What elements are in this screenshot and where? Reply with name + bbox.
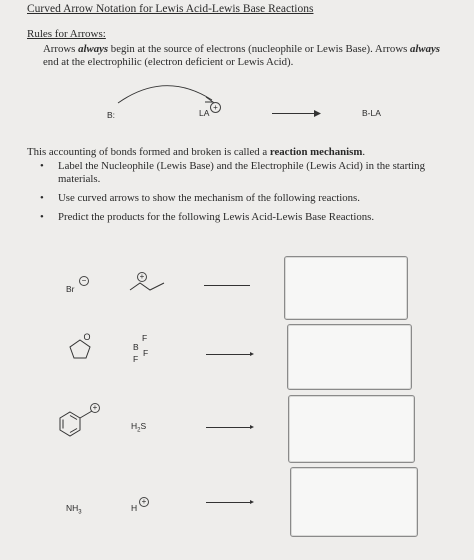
example-base-label: B: <box>107 110 116 120</box>
thf-oxygen-atom: O <box>82 332 92 342</box>
instruction-item: • Use curved arrows to show the mechanism… <box>38 192 433 205</box>
answer-box-2[interactable] <box>287 324 412 390</box>
rules-heading: Rules for Arrows: <box>27 28 106 40</box>
ammonia-label: NH3 <box>66 503 82 516</box>
answer-box-4[interactable] <box>290 467 418 537</box>
example-acid-label: LA <box>199 108 210 118</box>
reaction-arrow-1 <box>204 285 250 286</box>
instruction-item: • Label the Nucleophile (Lewis Base) and … <box>38 160 433 186</box>
example-plus-charge: + <box>210 102 221 113</box>
answer-box-3[interactable] <box>288 395 415 463</box>
h2s-label: H2S <box>131 421 146 434</box>
bf3-fluorine-top: F <box>142 333 148 343</box>
carbocation-positive-charge: + <box>137 272 147 282</box>
reaction-arrow-4 <box>206 502 252 503</box>
reaction-arrow-3 <box>206 427 252 428</box>
example-curved-arrow <box>117 85 215 104</box>
rules-text-1: Arrows <box>43 43 79 55</box>
benzylic-cation-structure <box>59 410 93 437</box>
instruction-text: Use curved arrows to show the mechanism … <box>58 192 360 204</box>
mechanism-end: . <box>362 146 366 158</box>
rules-text-3: end at the electrophilic (electron defic… <box>43 56 294 68</box>
ammonia-subscript: 3 <box>78 509 82 516</box>
reaction-arrow-2 <box>206 354 252 355</box>
ammonia-nh: NH <box>66 503 79 513</box>
carbocation-structure <box>129 282 165 291</box>
proton-label: H <box>131 503 138 513</box>
bf3-fluorine-bottom: F <box>133 354 139 364</box>
benzylic-positive-charge: + <box>90 403 100 413</box>
bf3-boron: B <box>133 342 139 352</box>
mechanism-text: This accounting of bonds formed and brok… <box>27 146 270 158</box>
h2s-h: H <box>131 421 138 431</box>
instruction-list: • Label the Nucleophile (Lewis Base) and … <box>38 160 433 230</box>
rules-always-2: always <box>410 43 441 55</box>
reaction-arrowhead-3 <box>250 425 254 429</box>
bullet-icon: • <box>40 192 44 204</box>
rules-text: Arrows always begin at the source of ele… <box>43 43 443 69</box>
mechanism-sentence: This accounting of bonds formed and brok… <box>27 146 365 158</box>
answer-box-1[interactable] <box>284 256 408 320</box>
rules-text-2: begin at the source of electrons (nucleo… <box>108 43 411 55</box>
instruction-text: Label the Nucleophile (Lewis Base) and t… <box>58 160 425 185</box>
h2s-subscript: 2 <box>137 427 141 434</box>
bromide-negative-charge: − <box>79 276 89 286</box>
proton-positive-charge: + <box>139 497 149 507</box>
rules-always-1: always <box>78 43 109 55</box>
page-title: Curved Arrow Notation for Lewis Acid-Lew… <box>27 3 314 15</box>
mechanism-term: reaction mechanism <box>269 146 363 158</box>
example-reaction-arrowhead <box>314 110 321 117</box>
bullet-icon: • <box>40 160 44 172</box>
reaction-arrowhead-2 <box>250 352 254 356</box>
instruction-item: • Predict the products for the following … <box>38 211 433 224</box>
bullet-icon: • <box>40 211 44 223</box>
example-product-label: B-LA <box>362 108 381 118</box>
example-reaction-arrow <box>272 113 318 114</box>
thf-ring-structure <box>69 339 91 359</box>
bf3-fluorine-right: F <box>143 348 149 358</box>
instruction-text: Predict the products for the following L… <box>58 211 375 223</box>
bromide-label: Br <box>66 284 75 294</box>
h2s-s: S <box>140 421 147 431</box>
reaction-arrowhead-4 <box>250 500 254 504</box>
